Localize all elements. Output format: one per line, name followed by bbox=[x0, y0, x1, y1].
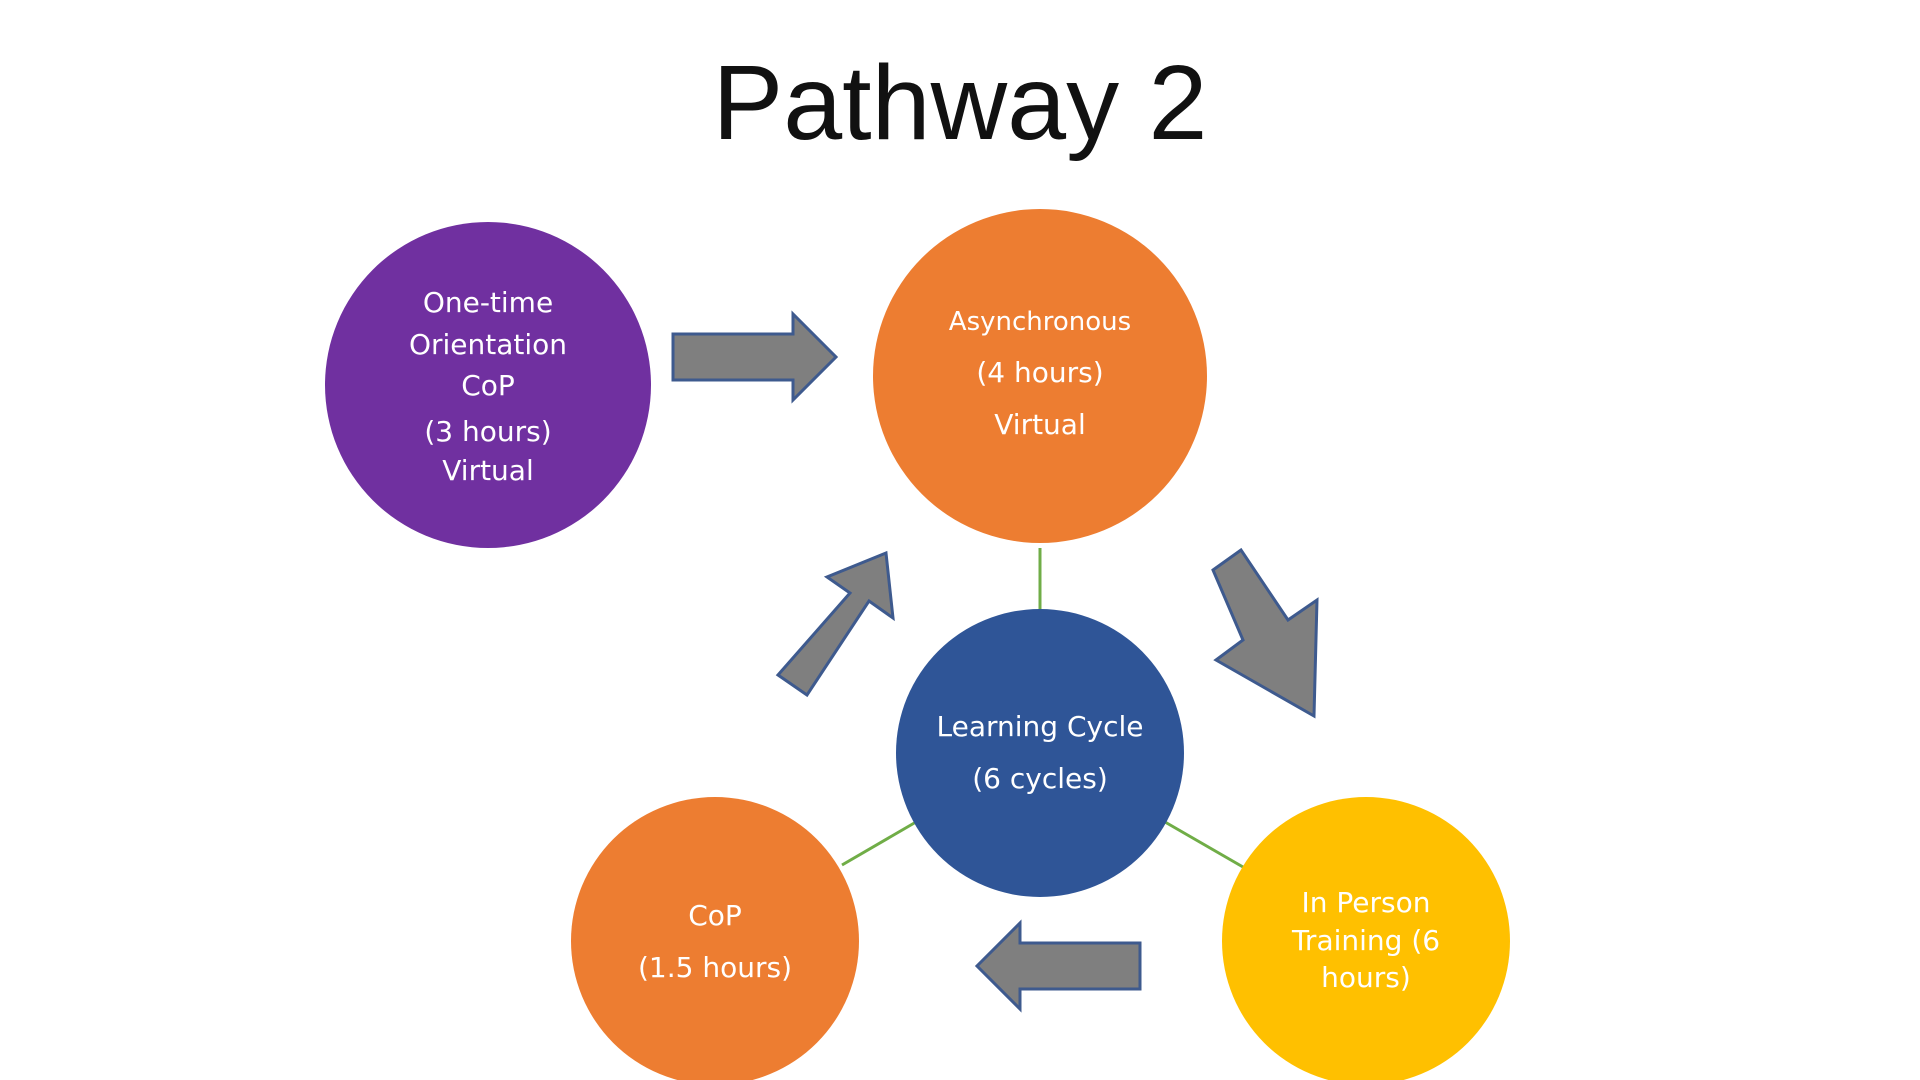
node-cop-line-2: (1.5 hours) bbox=[638, 951, 792, 984]
node-asynchronous: Asynchronous (4 hours) Virtual bbox=[873, 209, 1207, 543]
node-learning-cycle: Learning Cycle (6 cycles) bbox=[896, 609, 1184, 897]
node-in-person: In Person Training (6 hours) bbox=[1222, 797, 1510, 1080]
node-orientation: One-time Orientation CoP (3 hours) Virtu… bbox=[325, 222, 651, 548]
arrow-down-right bbox=[1211, 547, 1319, 719]
page-title: Pathway 2 bbox=[712, 44, 1208, 162]
node-in-person-line-1: In Person bbox=[1302, 886, 1431, 919]
arrow-up-right bbox=[775, 550, 895, 698]
arrow-left bbox=[974, 919, 1142, 1013]
node-orientation-line-4: (3 hours) bbox=[424, 415, 551, 448]
node-asynchronous-line-3: Virtual bbox=[994, 408, 1086, 441]
node-cop-line-1: CoP bbox=[688, 899, 742, 932]
node-orientation-line-3: CoP bbox=[461, 369, 515, 402]
node-in-person-line-2: Training (6 bbox=[1291, 924, 1440, 957]
node-orientation-line-1: One-time bbox=[423, 286, 553, 319]
node-asynchronous-line-1: Asynchronous bbox=[949, 307, 1131, 337]
node-orientation-line-5: Virtual bbox=[442, 454, 534, 487]
node-in-person-line-3: hours) bbox=[1321, 961, 1411, 994]
node-learning-cycle-line-1: Learning Cycle bbox=[937, 710, 1144, 743]
connector-hub-in-person bbox=[1164, 820, 1244, 869]
node-asynchronous-line-2: (4 hours) bbox=[976, 356, 1103, 389]
node-learning-cycle-line-2: (6 cycles) bbox=[972, 762, 1108, 795]
node-cop: CoP (1.5 hours) bbox=[571, 797, 859, 1080]
arrow-right bbox=[671, 310, 839, 404]
node-orientation-line-2: Orientation bbox=[409, 328, 567, 361]
connector-hub-cop bbox=[841, 820, 917, 867]
